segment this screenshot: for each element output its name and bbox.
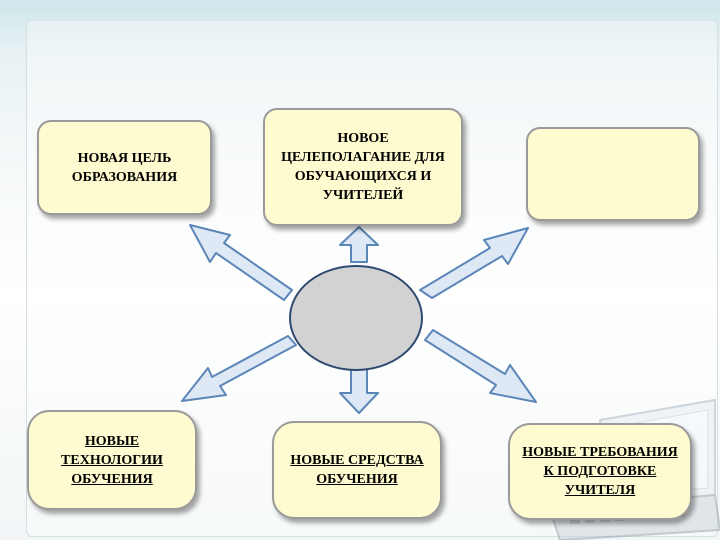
node-label: НОВАЯ ЦЕЛЬ ОБРАЗОВАНИЯ xyxy=(39,145,210,191)
arrow-icon xyxy=(420,228,528,298)
center-node xyxy=(290,266,422,370)
node-label: НОВОЕ ЦЕЛЕПОЛАГАНИЕ ДЛЯ ОБУЧАЮЩИХСЯ И УЧ… xyxy=(265,125,461,209)
node-new-tools: НОВЫЕ СРЕДСТВА ОБУЧЕНИЯ xyxy=(272,421,442,519)
arrow-icon xyxy=(190,225,292,300)
node-new-goal-setting: НОВОЕ ЦЕЛЕПОЛАГАНИЕ ДЛЯ ОБУЧАЮЩИХСЯ И УЧ… xyxy=(263,108,463,226)
node-new-technologies: НОВЫЕ ТЕХНОЛОГИИ ОБУЧЕНИЯ xyxy=(27,410,197,510)
node-label xyxy=(607,170,619,178)
arrow-icon xyxy=(340,368,378,413)
arrow-icon xyxy=(425,330,536,402)
node-label: НОВЫЕ ТРЕБОВАНИЯ К ПОДГОТОВКЕ УЧИТЕЛЯ xyxy=(510,439,690,504)
arrow-icon xyxy=(340,227,378,262)
node-label: НОВЫЕ ТЕХНОЛОГИИ ОБУЧЕНИЯ xyxy=(29,428,195,493)
arrow-icon xyxy=(182,336,296,401)
node-label: НОВЫЕ СРЕДСТВА ОБУЧЕНИЯ xyxy=(274,447,440,493)
node-empty xyxy=(526,127,700,221)
node-new-goal: НОВАЯ ЦЕЛЬ ОБРАЗОВАНИЯ xyxy=(37,120,212,215)
node-new-requirements: НОВЫЕ ТРЕБОВАНИЯ К ПОДГОТОВКЕ УЧИТЕЛЯ xyxy=(508,423,692,520)
